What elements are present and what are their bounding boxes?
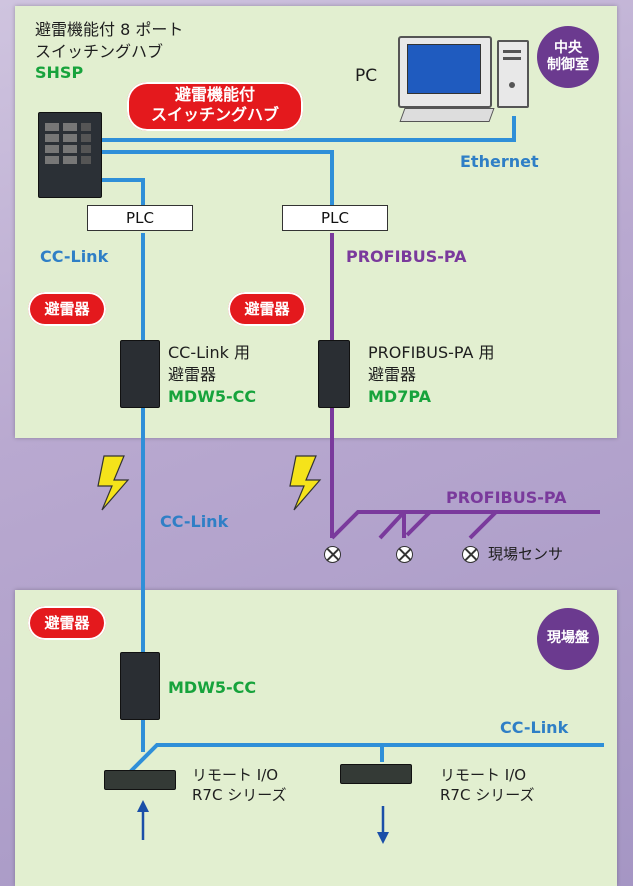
bottom-arrester-model: MDW5-CC — [168, 678, 257, 697]
remote-io-left-line1: リモート I/O — [192, 766, 279, 784]
keyboard-icon — [399, 108, 495, 122]
switching-hub-device — [38, 112, 102, 198]
plc-right: PLC — [282, 205, 388, 231]
pa-arrester-device — [318, 340, 350, 408]
hub-model: SHSP — [35, 63, 84, 82]
lightning-left-icon — [97, 455, 130, 511]
ethernet-line — [100, 116, 516, 142]
pc-label: PC — [355, 66, 378, 86]
ethernet-label: Ethernet — [460, 152, 539, 171]
hub-title-line1: 避雷機能付 8 ポート — [35, 20, 184, 39]
bottom-arrester-device — [120, 652, 160, 720]
field-sensor-3-icon — [462, 546, 479, 563]
cc-arrester-device — [120, 340, 160, 408]
cclink-bus — [128, 743, 604, 774]
pa-arrester-line1: PROFIBUS-PA 用 — [368, 343, 495, 362]
cclink-label-bottom: CC-Link — [500, 718, 569, 737]
hub-title-line2: スイッチングハブ — [35, 42, 164, 61]
remote-io-right-line1: リモート I/O — [440, 766, 527, 784]
profibus-bus — [330, 510, 600, 540]
field-sensor-2-icon — [396, 546, 413, 563]
pc-tower-icon — [497, 40, 529, 108]
profibus-label-mid: PROFIBUS-PA — [446, 488, 567, 507]
arrester-callout-3: 避雷器 — [28, 606, 106, 640]
field-sensor-label: 現場センサ — [488, 545, 564, 563]
cc-arrester-model: MDW5-CC — [168, 387, 257, 406]
hub-callout-line2: スイッチングハブ — [150, 105, 279, 124]
ethernet-line-plc-right — [100, 150, 334, 205]
pc-monitor-icon — [398, 36, 492, 108]
profibus-label-top: PROFIBUS-PA — [346, 247, 467, 266]
field-sensor-1-icon — [324, 546, 341, 563]
cclink-label-mid: CC-Link — [160, 512, 229, 531]
remote-io-right-device — [340, 764, 412, 784]
hub-callout-line1: 避雷機能付 — [174, 85, 255, 104]
pa-arrester-line2: 避雷器 — [368, 365, 417, 384]
hub-callout: 避雷機能付 スイッチングハブ — [127, 82, 303, 131]
plc-left: PLC — [87, 205, 193, 231]
central-room-badge: 中央制御室 — [537, 26, 599, 88]
cclink-label-top: CC-Link — [40, 247, 109, 266]
pa-arrester-model: MD7PA — [368, 387, 431, 406]
field-panel-badge: 現場盤 — [537, 608, 599, 670]
arrester-callout-2: 避雷器 — [228, 292, 306, 326]
remote-io-right-line2: R7C シリーズ — [440, 786, 535, 804]
profibus-bus-branch — [468, 510, 498, 540]
remote-io-left-device — [104, 770, 176, 790]
ethernet-line-plc-left — [100, 178, 145, 205]
cc-arrester-line1: CC-Link 用 — [168, 343, 250, 362]
remote-io-left-line2: R7C シリーズ — [192, 786, 287, 804]
field-panel-area — [15, 590, 617, 886]
lightning-right-icon — [289, 455, 322, 511]
arrester-callout-1: 避雷器 — [28, 292, 106, 326]
central-room-line2: 制御室 — [547, 57, 589, 73]
central-room-line1: 中央 — [554, 39, 582, 56]
cc-arrester-line2: 避雷器 — [168, 365, 217, 384]
